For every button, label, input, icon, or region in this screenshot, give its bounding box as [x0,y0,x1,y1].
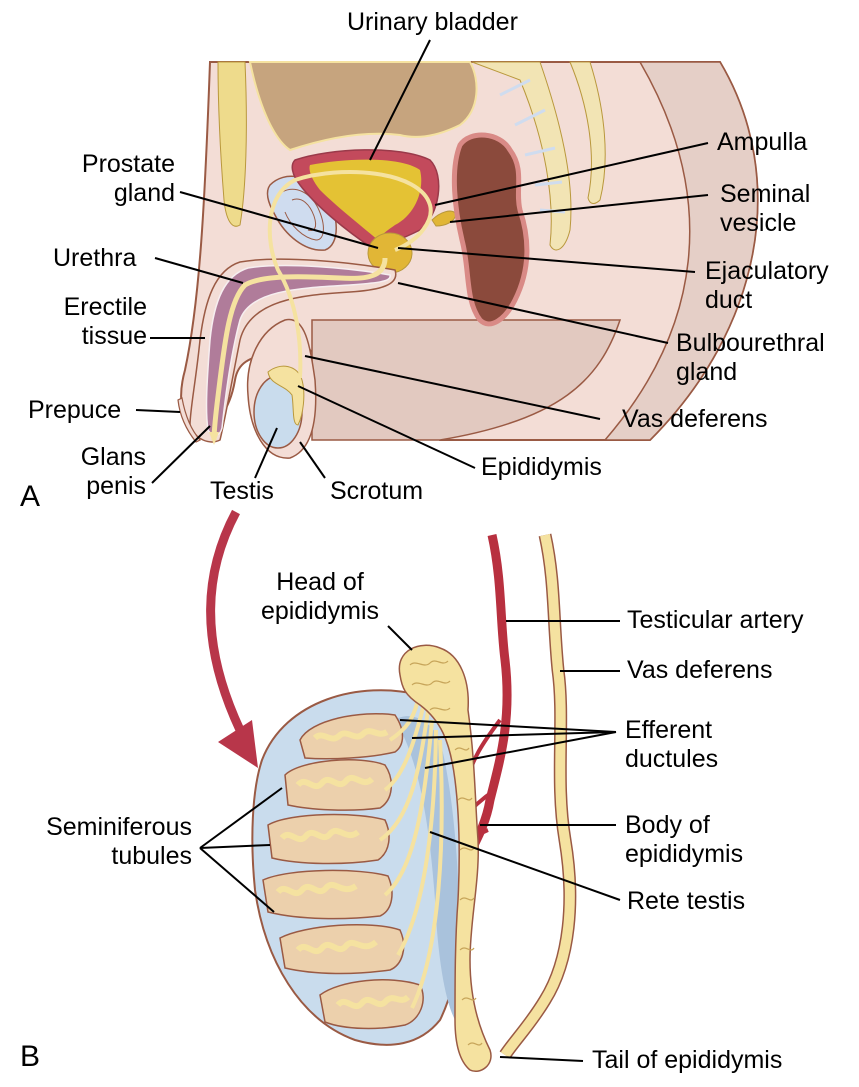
rete-testis [378,689,444,1009]
label-seminal-vesicle: Seminal vesicle [720,180,810,238]
label-testis: Testis [210,477,274,505]
zoom-arrow [206,509,245,732]
label-seminiferous-tubules-line2: tubules [111,842,192,870]
label-efferent-ductules: Efferent ductules [625,716,718,774]
label-erectile-tissue-line1: Erectile [63,293,147,321]
label-seminiferous-tubules-line1: Seminiferous [46,813,192,841]
epididymis-b [398,644,492,1072]
label-prostate-gland: Prostate gland [60,150,175,208]
panel-b-leader-lines [199,620,621,1062]
label-vas-deferens-a: Vas deferens [622,405,768,433]
panel-letter-a: A [20,480,41,513]
label-urethra: Urethra [53,244,137,272]
zoom-arrow-head [218,720,258,768]
label-rete-testis: Rete testis [627,887,746,915]
vas-deferens-a [267,170,433,379]
label-ejaculatory-duct-line1: Ejaculatory [705,257,829,285]
glans-tip [209,432,219,445]
label-head-of-epididymis-line1: Head of [276,568,364,596]
label-ejaculatory-duct: Ejaculatory duct [705,257,829,315]
testicular-artery [457,534,512,872]
label-prepuce: Prepuce [28,396,122,424]
label-body-of-epididymis-line2: epididymis [625,840,744,868]
label-prostate-gland-line1: Prostate [81,150,175,178]
mediastinum [395,716,460,1020]
lobules [262,712,424,1030]
label-body-of-epididymis: Body of epididymis [625,811,743,869]
panel-a-illustration [177,61,759,459]
rectum [451,132,530,327]
label-glans-penis: Glans penis [50,443,146,501]
label-seminal-vesicle-line1: Seminal [720,180,811,208]
label-bulbourethral-gland-line1: Bulbourethral [676,329,825,357]
label-head-of-epididymis-line2: epididymis [260,597,380,625]
label-bulbourethral-gland: Bulbourethral gland [676,329,825,387]
label-glans-penis-line1: Glans [80,443,146,471]
label-head-of-epididymis: Head of epididymis [245,568,395,626]
pubic-fat [217,61,247,227]
label-prostate-gland-line2: gland [113,179,175,207]
label-efferent-ductules-line2: ductules [625,745,719,773]
label-body-of-epididymis-line1: Body of [625,811,710,839]
label-epididymis: Epididymis [481,453,602,481]
thigh-region [311,319,622,441]
label-bulbourethral-gland-line2: gland [676,358,738,386]
seminiferous-tubules-coils [275,728,411,1010]
panel-a-leader-lines [135,39,709,484]
label-efferent-ductules-line1: Efferent [625,716,713,744]
label-ejaculatory-duct-line2: duct [705,286,753,314]
label-erectile-tissue: Erectile tissue [40,293,147,351]
prepuce [177,397,201,443]
urethra [211,257,388,441]
label-vas-deferens-b: Vas deferens [627,656,773,684]
spine [471,61,572,251]
label-erectile-tissue-line2: tissue [81,322,147,350]
label-ampulla: Ampulla [717,128,808,156]
panel-letter-b: B [20,1040,41,1073]
epididymis [267,365,305,426]
panel-b-illustration [206,509,577,1072]
label-tail-of-epididymis: Tail of epididymis [592,1046,783,1074]
label-seminiferous-tubules: Seminiferous tubules [20,813,192,871]
label-testicular-artery: Testicular artery [627,606,804,634]
back-skin-band [603,61,759,441]
label-scrotum: Scrotum [330,477,424,505]
abdominal-cavity [248,61,478,152]
label-seminal-vesicle-line2: vesicle [720,209,797,237]
label-glans-penis-line2: penis [86,472,146,500]
urine [309,159,422,240]
label-urinary-bladder: Urinary bladder [347,8,518,36]
